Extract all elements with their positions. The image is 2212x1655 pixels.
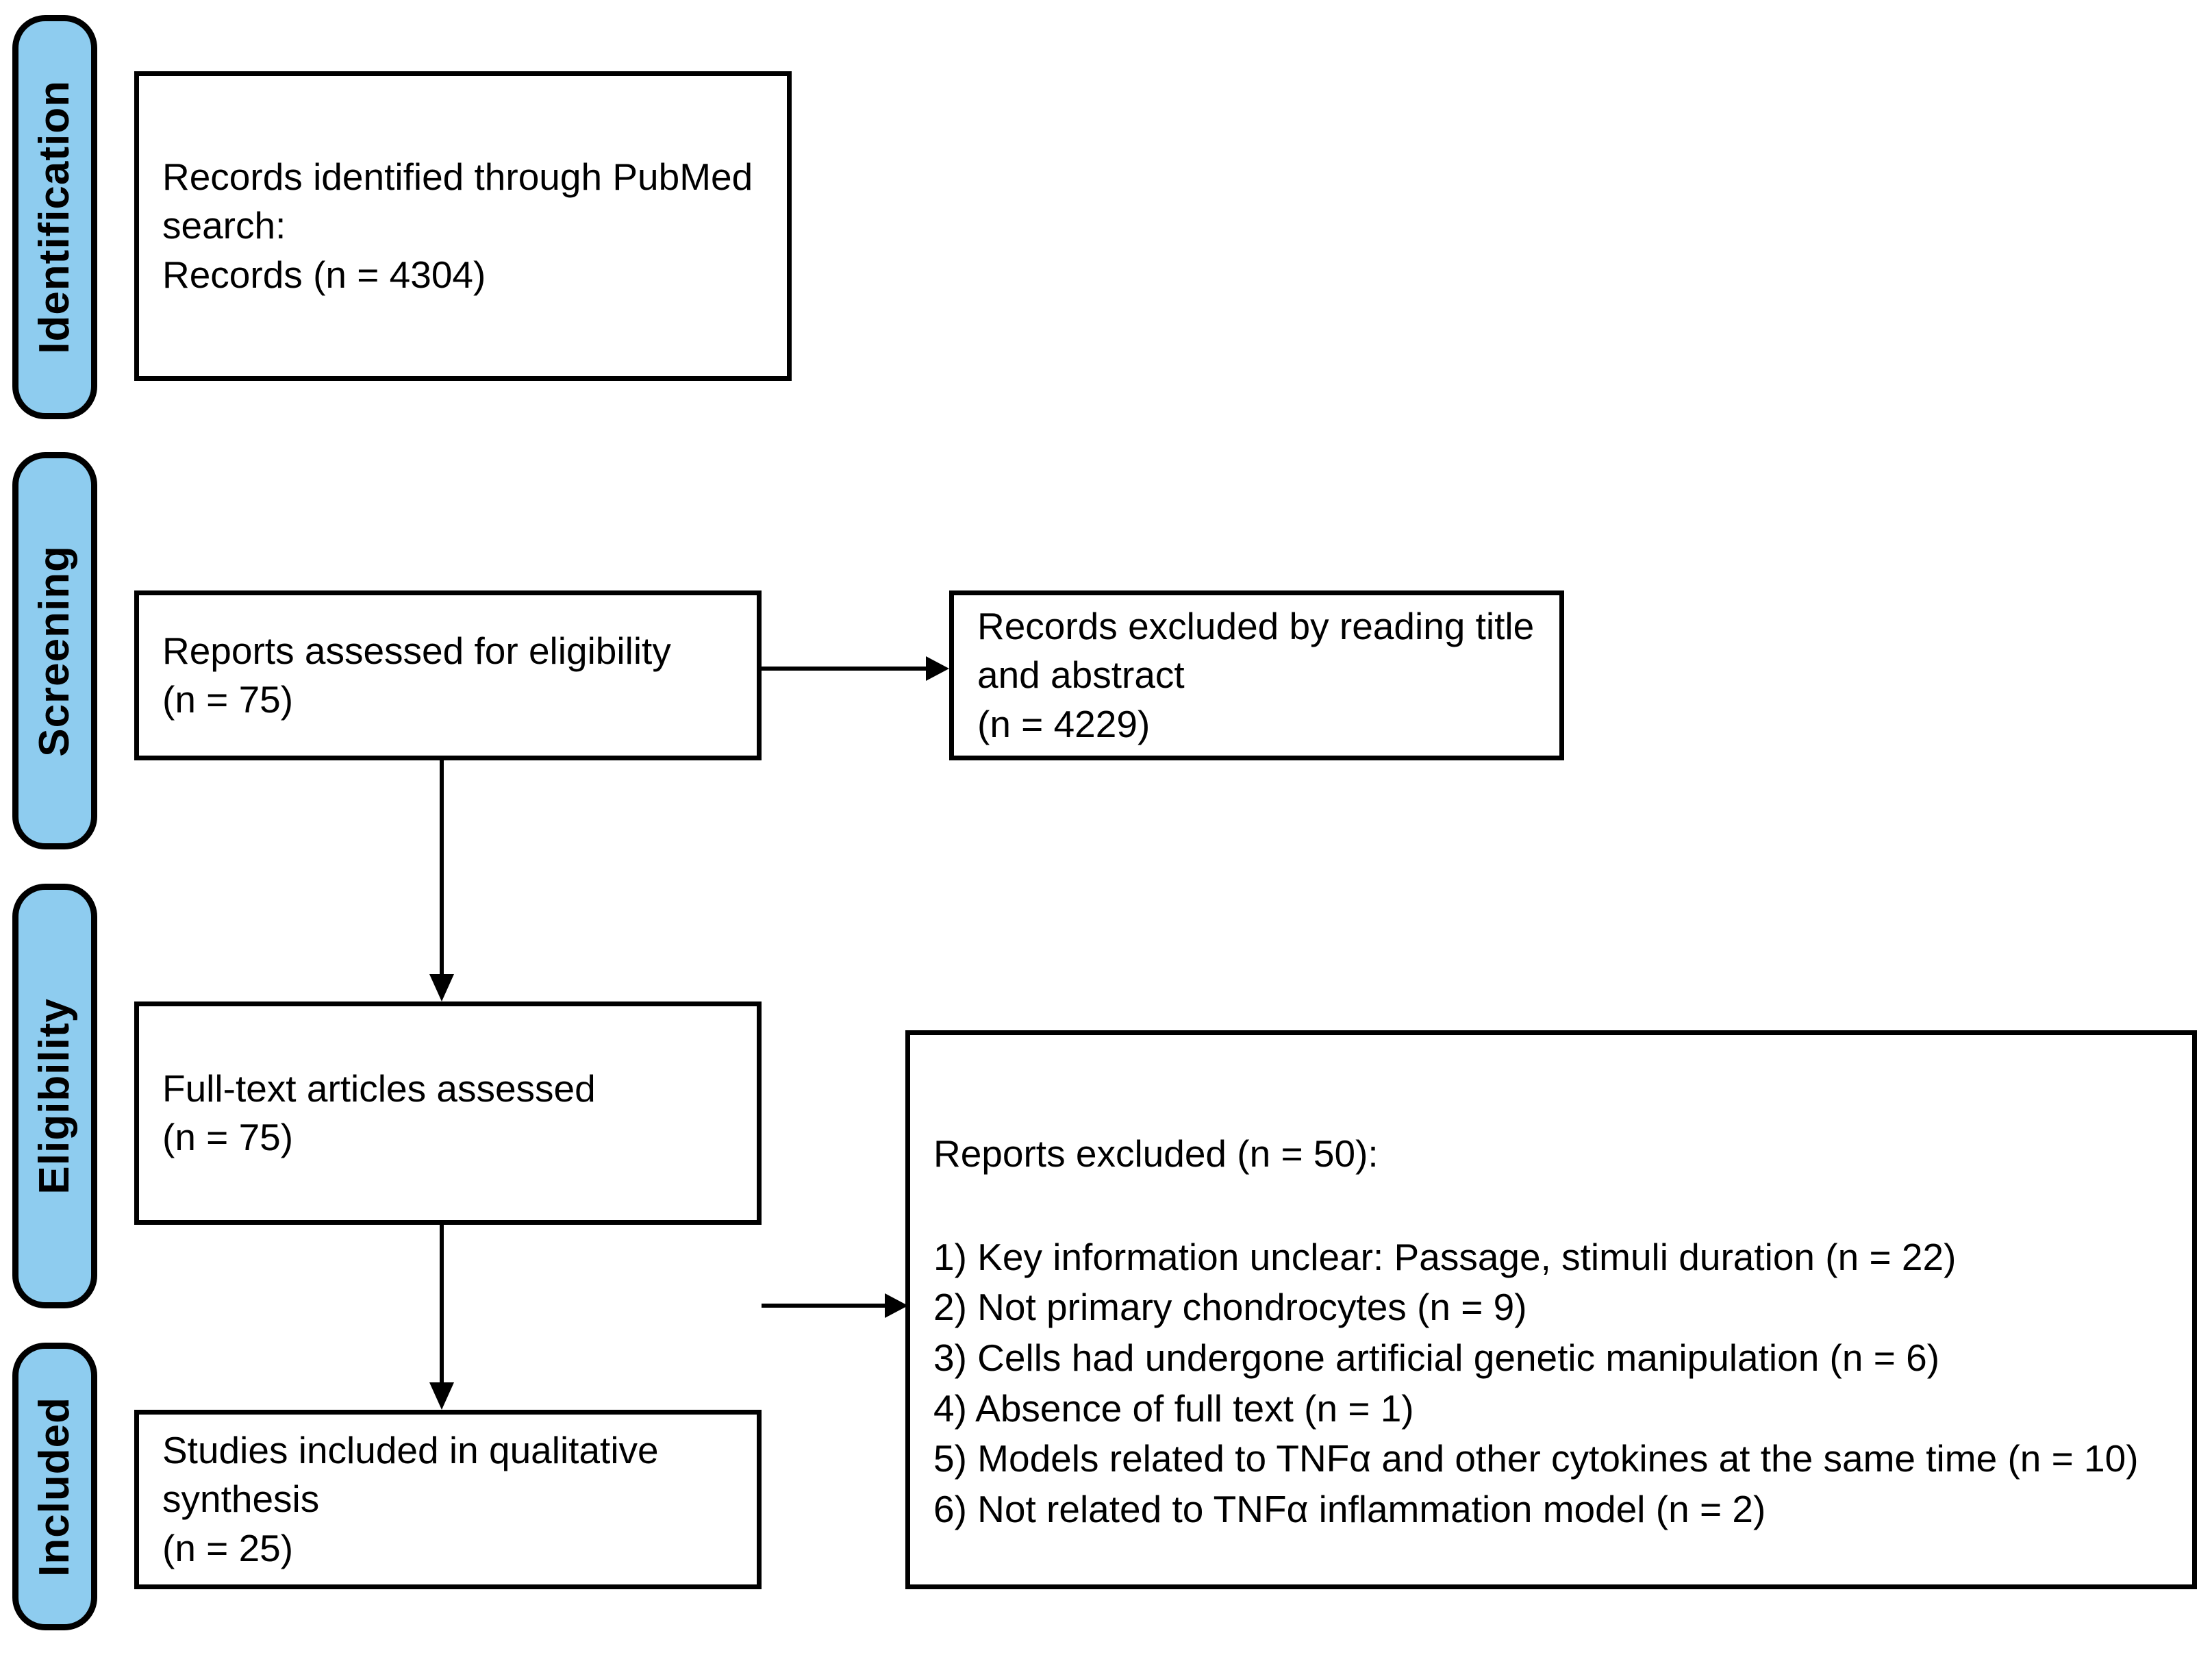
stage-pill-included: Included xyxy=(12,1343,97,1630)
box-records-excluded-text: Records excluded by reading title and ab… xyxy=(977,604,1535,745)
box-reports-assessed-text: Reports assessed for eligibility (n = 75… xyxy=(162,629,671,721)
stage-pill-screening: Screening xyxy=(12,452,97,849)
box-reports-excluded-title: Reports excluded (n = 50): xyxy=(933,1132,1379,1175)
stage-label-eligibility: Eligibility xyxy=(31,997,78,1195)
connector-fulltext-to-included xyxy=(421,1222,462,1414)
exclusion-reason-item: 5) Models related to TNFα and other cyto… xyxy=(933,1437,2139,1480)
stage-pill-identification: Identification xyxy=(12,15,97,419)
stage-label-included: Included xyxy=(31,1396,78,1577)
exclusion-reason-item: 6) Not related to TNFα inflammation mode… xyxy=(933,1487,1766,1530)
stage-label-identification: Identification xyxy=(31,80,78,354)
exclusion-reason-item: 1) Key information unclear: Passage, sti… xyxy=(933,1235,1957,1278)
box-reports-assessed: Reports assessed for eligibility (n = 75… xyxy=(134,590,762,760)
box-studies-included-text: Studies included in qualitative synthesi… xyxy=(162,1428,659,1569)
stage-label-screening: Screening xyxy=(31,545,78,757)
connector-assessed-to-fulltext xyxy=(421,758,462,1006)
box-studies-included: Studies included in qualitative synthesi… xyxy=(134,1410,762,1589)
connector-assessed-to-excluded xyxy=(762,648,953,689)
connector-fulltext-to-excluded xyxy=(762,1285,912,1326)
box-records-identified: Records identified through PubMed search… xyxy=(134,71,792,381)
box-reports-excluded: Reports excluded (n = 50): 1) Key inform… xyxy=(905,1030,2197,1589)
box-fulltext-assessed: Full-text articles assessed (n = 75) xyxy=(134,1001,762,1225)
box-fulltext-assessed-text: Full-text articles assessed (n = 75) xyxy=(162,1067,596,1159)
exclusion-reason-item: 2) Not primary chondrocytes (n = 9) xyxy=(933,1286,1527,1329)
box-reports-excluded-list: 1) Key information unclear: Passage, sti… xyxy=(910,1232,2192,1535)
box-records-identified-text: Records identified through PubMed search… xyxy=(162,155,753,296)
exclusion-reason-item: 4) Absence of full text (n = 1) xyxy=(933,1386,1414,1430)
stage-pill-eligibility: Eligibility xyxy=(12,884,97,1308)
box-records-excluded: Records excluded by reading title and ab… xyxy=(949,590,1564,760)
exclusion-reason-item: 3) Cells had undergone artificial geneti… xyxy=(933,1336,1940,1379)
